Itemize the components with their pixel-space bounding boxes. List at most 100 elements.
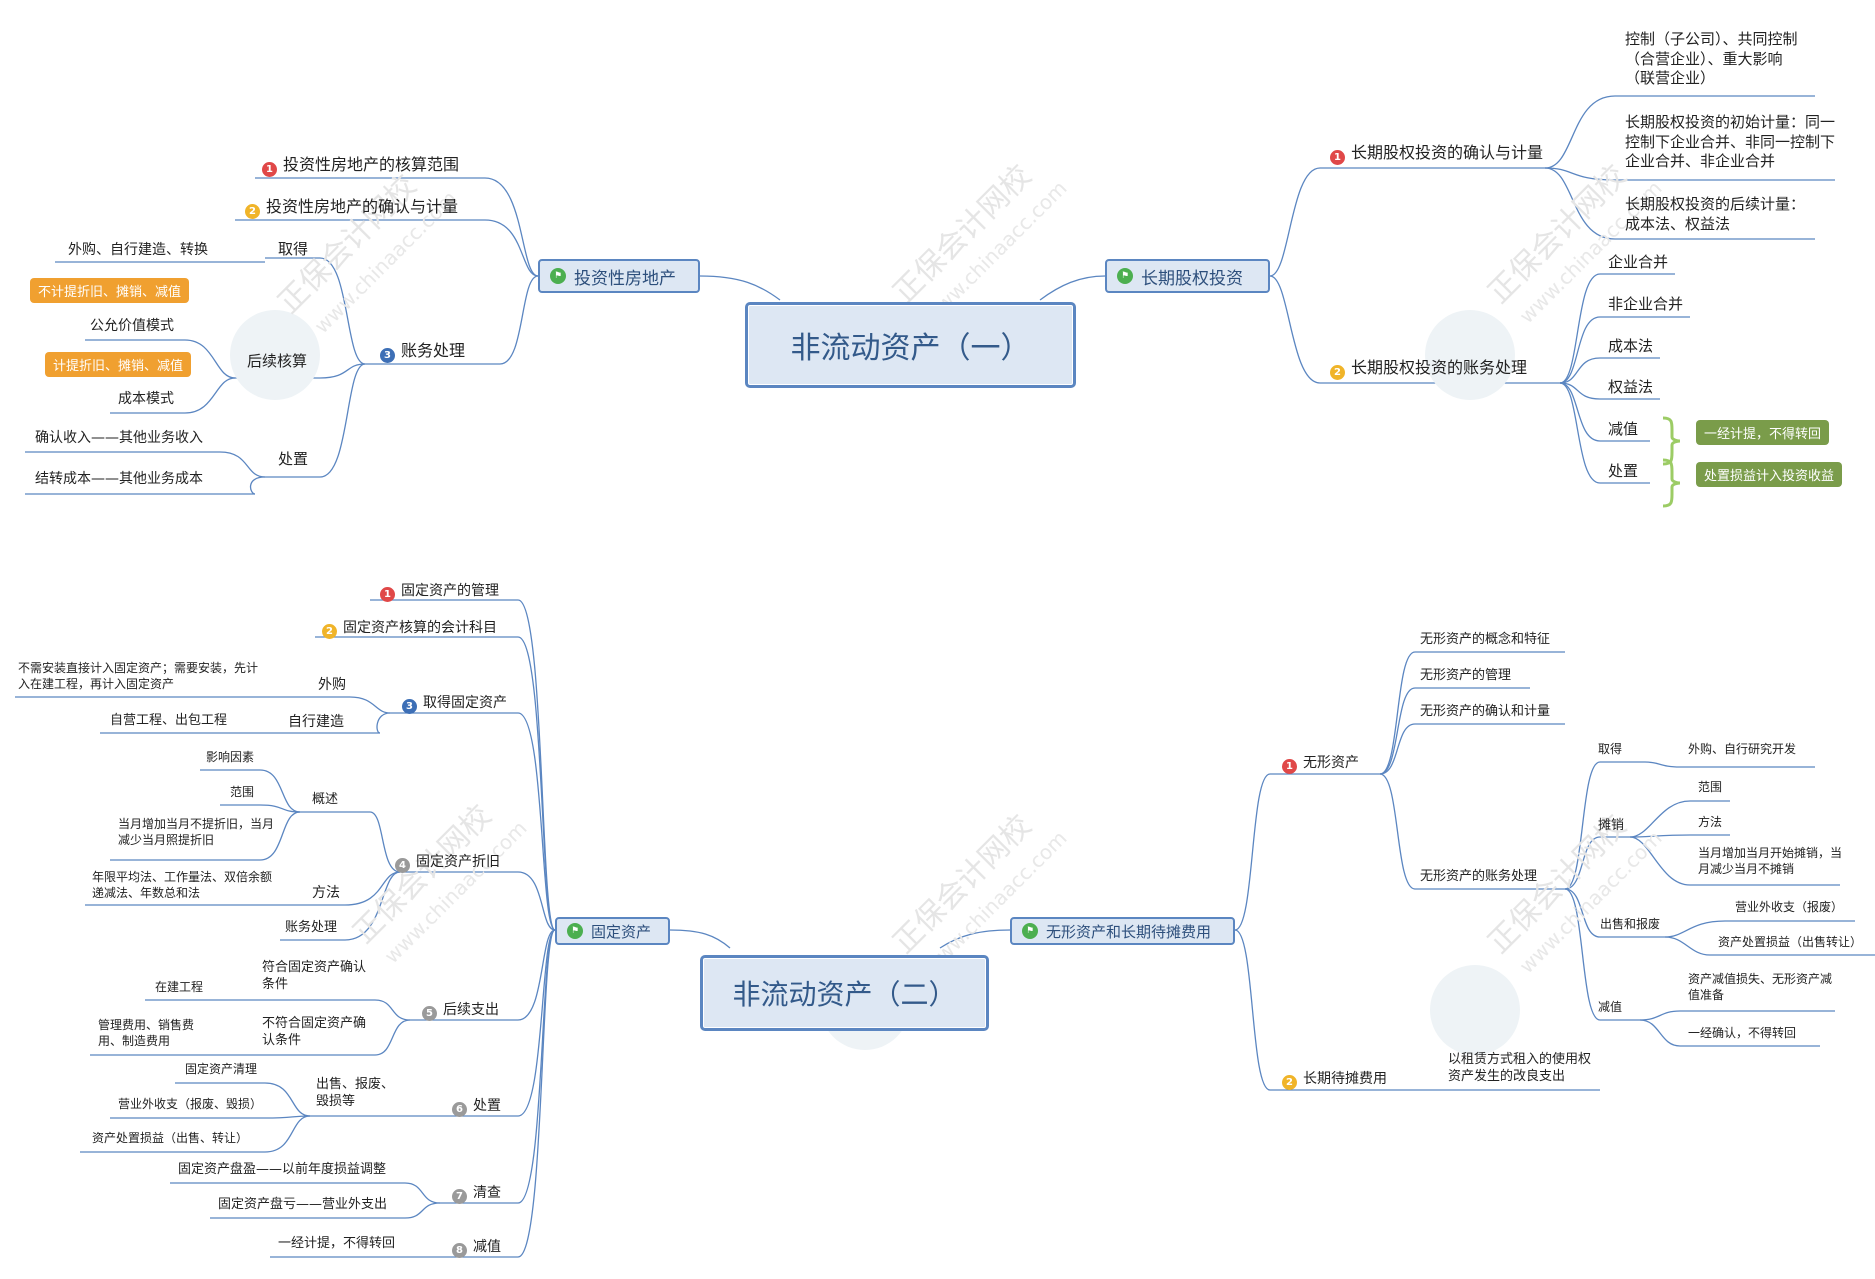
priority-2-icon: 2 — [322, 624, 337, 639]
node-ip-acquire[interactable]: 取得 — [278, 240, 309, 258]
center-node-map2[interactable]: 非流动资产（二） — [700, 955, 989, 1031]
leaf-ia-disposal-gain[interactable]: 资产处置损益（出售转让） — [1718, 935, 1863, 949]
leaf-fa-non-operating[interactable]: 营业外收支（报废、毁损） — [118, 1097, 263, 1111]
leaf-ia-acquire[interactable]: 外购、自行研究开发 — [1688, 742, 1797, 756]
main-node-intangible-assets[interactable]: ⚑ 无形资产和长期待摊费用 — [1010, 917, 1235, 945]
main-node-investment-property[interactable]: ⚑ 投资性房地产 — [538, 259, 700, 293]
priority-4-icon: 4 — [395, 858, 410, 873]
tag-disposal-gain: 处置损益计入投资收益 — [1696, 462, 1843, 487]
node-ia-sale-scrap[interactable]: 出售和报废 — [1600, 917, 1661, 931]
leaf-cost-model[interactable]: 成本模式 — [118, 391, 174, 407]
leaf-fa-purchase[interactable]: 不需安装直接计入固定资产；需要安装，先计入在建工程，再计入固定资产 — [18, 661, 259, 691]
leaf-fa-method[interactable]: 年限平均法、工作量法、双倍余额递减法、年数总和法 — [92, 870, 273, 900]
priority-7-icon: 7 — [452, 1189, 467, 1204]
node-ia-concept[interactable]: 无形资产的概念和特征 — [1420, 632, 1551, 647]
priority-3-icon: 3 — [380, 348, 395, 363]
leaf-lte-initial-measurement[interactable]: 长期股权投资的初始计量：同一控制下企业合并、非同一控制下企业合并、非企业合并 — [1625, 113, 1836, 170]
leaf-lte-non-combination[interactable]: 非企业合并 — [1608, 295, 1684, 313]
node-ia-amortization[interactable]: 摊销 — [1598, 818, 1625, 833]
main-node-label: 无形资产和长期待摊费用 — [1046, 922, 1212, 941]
node-ia-accounting[interactable]: 无形资产的账务处理 — [1420, 869, 1538, 884]
leaf-fa-self-built[interactable]: 自营工程、出包工程 — [110, 713, 228, 728]
priority-8-icon: 8 — [452, 1243, 467, 1258]
leaf-lte-impairment[interactable]: 减值 — [1608, 420, 1639, 438]
flag-icon: ⚑ — [1117, 268, 1133, 284]
leaf-ia-impairment-loss[interactable]: 资产减值损失、无形资产减值准备 — [1688, 972, 1833, 1002]
main-node-label: 长期股权投资 — [1141, 268, 1243, 289]
priority-1-icon: 1 — [1282, 759, 1297, 774]
tag-no-depreciation: 不计提折旧、摊销、减值 — [30, 278, 190, 303]
leaf-ip-acquire[interactable]: 外购、自行建造、转换 — [68, 242, 208, 258]
leaf-fa-clearing[interactable]: 固定资产清理 — [185, 1062, 258, 1076]
leaf-fa-expenses[interactable]: 管理费用、销售费用、制造费用 — [98, 1018, 195, 1048]
node-fa-sale-scrap[interactable]: 出售、报废、毁损等 — [316, 1077, 395, 1109]
leaf-ip-disposal-cost[interactable]: 结转成本——其他业务成本 — [35, 471, 203, 487]
leaf-lte-equity-method[interactable]: 权益法 — [1608, 378, 1654, 396]
node-ia-recognition[interactable]: 无形资产的确认和计量 — [1420, 704, 1551, 719]
leaf-ip-disposal-revenue[interactable]: 确认收入——其他业务收入 — [35, 430, 203, 446]
center-node-map1[interactable]: 非流动资产（一） — [745, 302, 1076, 388]
node-fa-purchase[interactable]: 外购 — [318, 677, 346, 693]
main-node-long-term-equity[interactable]: ⚑ 长期股权投资 — [1105, 259, 1270, 293]
leaf-lte-disposal[interactable]: 处置 — [1608, 462, 1639, 480]
leaf-fair-value-model[interactable]: 公允价值模式 — [90, 318, 174, 334]
leaf-fa-surplus[interactable]: 固定资产盘盈——以前年度损益调整 — [178, 1162, 387, 1177]
leaf-fa-no-reversal[interactable]: 一经计提，不得转回 — [278, 1236, 396, 1251]
leaf-ia-no-reversal[interactable]: 一经确认，不得转回 — [1688, 1026, 1797, 1040]
flag-icon: ⚑ — [1022, 923, 1038, 939]
node-ia-management[interactable]: 无形资产的管理 — [1420, 668, 1512, 683]
node-fa-not-meets-criteria[interactable]: 不符合固定资产确认条件 — [262, 1016, 367, 1048]
leaf-fa-monthly-rule[interactable]: 当月增加当月不提折旧，当月减少当月照提折旧 — [118, 817, 275, 847]
node-ia-impairment[interactable]: 减值 — [1598, 1000, 1623, 1014]
leaf-fa-disposal-gain[interactable]: 资产处置损益（出售、转让） — [92, 1131, 249, 1145]
node-fa-overview[interactable]: 概述 — [312, 792, 339, 807]
priority-1-icon: 1 — [380, 587, 395, 602]
leaf-prepaid-improvement[interactable]: 以租赁方式租入的使用权资产发生的改良支出 — [1448, 1052, 1592, 1084]
leaf-lte-business-combination[interactable]: 企业合并 — [1608, 253, 1669, 271]
main-node-label: 投资性房地产 — [574, 268, 676, 289]
main-node-fixed-assets[interactable]: ⚑ 固定资产 — [555, 917, 670, 945]
node-fa-method[interactable]: 方法 — [312, 885, 340, 901]
leaf-fa-factor[interactable]: 影响因素 — [206, 750, 255, 764]
leaf-ia-method[interactable]: 方法 — [1698, 815, 1723, 829]
leaf-ia-non-operating[interactable]: 营业外收支（报废） — [1735, 900, 1844, 914]
main-node-label: 固定资产 — [591, 922, 652, 941]
priority-2-icon: 2 — [245, 204, 260, 219]
leaf-lte-subsequent-measurement[interactable]: 长期股权投资的后续计量：成本法、权益法 — [1625, 195, 1806, 233]
priority-6-icon: 6 — [452, 1102, 467, 1117]
leaf-fa-scope[interactable]: 范围 — [230, 785, 255, 799]
leaf-fa-shortage[interactable]: 固定资产盘亏——营业外支出 — [218, 1197, 388, 1212]
flag-icon: ⚑ — [567, 923, 583, 939]
node-fa-meets-criteria[interactable]: 符合固定资产确认条件 — [262, 960, 367, 992]
node-fa-accounting[interactable]: 账务处理 — [285, 920, 338, 935]
leaf-fa-construction[interactable]: 在建工程 — [155, 980, 204, 994]
priority-1-icon: 1 — [262, 162, 277, 177]
node-ip-disposal[interactable]: 处置 — [278, 450, 309, 468]
flag-icon: ⚑ — [550, 268, 566, 284]
priority-2-icon: 2 — [1330, 365, 1345, 380]
leaf-ia-scope[interactable]: 范围 — [1698, 780, 1723, 794]
node-ip-subsequent[interactable]: 后续核算 — [247, 352, 308, 370]
leaf-ia-monthly-rule[interactable]: 当月增加当月开始摊销，当月减少当月不摊销 — [1698, 846, 1843, 876]
leaf-lte-control[interactable]: 控制（子公司）、共同控制（合营企业）、重大影响（联营企业） — [1625, 30, 1798, 87]
node-fa-self-built[interactable]: 自行建造 — [288, 714, 344, 730]
node-ia-acquire[interactable]: 取得 — [1598, 742, 1623, 756]
tag-no-reversal: 一经计提，不得转回 — [1696, 420, 1830, 445]
leaf-lte-cost-method[interactable]: 成本法 — [1608, 337, 1654, 355]
